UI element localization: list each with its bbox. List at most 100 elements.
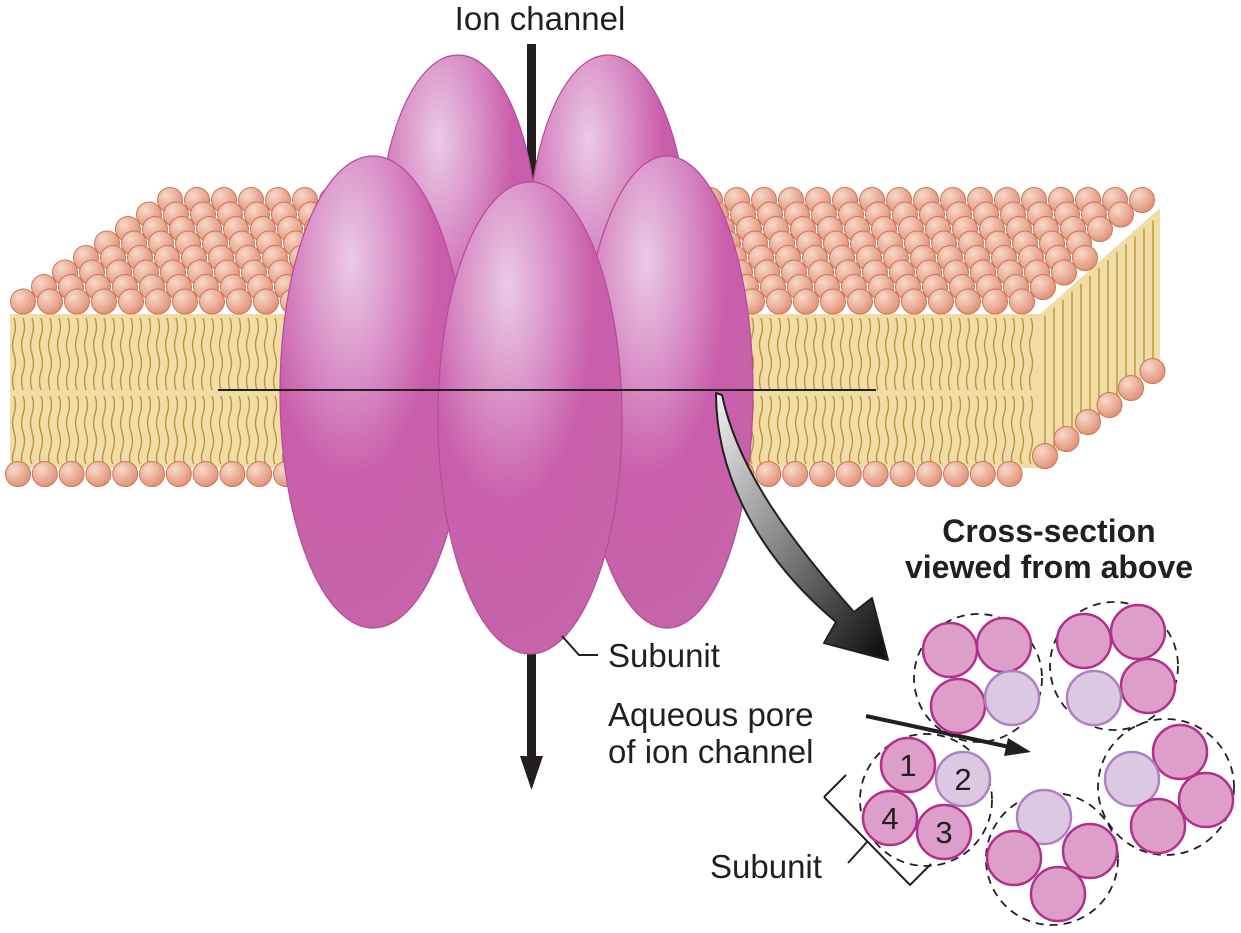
lipid-head xyxy=(1108,201,1134,228)
subunit-circle xyxy=(983,669,1041,727)
subunit-circle xyxy=(1119,657,1177,715)
lipid-tail xyxy=(245,317,251,465)
subunit-circle xyxy=(934,750,992,808)
subunit-circle xyxy=(929,677,987,735)
aqueous-pore-pointer xyxy=(865,714,1031,756)
lipid-tail xyxy=(29,317,35,465)
lipid-tail xyxy=(974,317,980,465)
lipid-head xyxy=(226,288,252,315)
lipid-head xyxy=(64,288,90,315)
lipid-head xyxy=(5,461,31,487)
subunit-label-top: Subunit xyxy=(608,637,720,674)
lipid-head xyxy=(969,461,996,487)
subunit-label-bottom: Subunit xyxy=(710,848,822,885)
lipid-head xyxy=(835,461,862,487)
subunit-circle xyxy=(975,616,1033,674)
lipid-head xyxy=(755,461,782,487)
lipid-head xyxy=(31,461,58,487)
lipid-head xyxy=(943,461,969,487)
lipid-head xyxy=(246,461,273,487)
lipid-tail xyxy=(1019,317,1025,465)
lipid-tail xyxy=(992,317,998,465)
aqueous-pore-label-line2: of ion channel xyxy=(608,733,814,770)
subunit-circle xyxy=(915,803,973,861)
lipid-tail xyxy=(902,317,908,465)
lipid-head xyxy=(862,461,889,487)
lipid-tail xyxy=(218,317,224,465)
subunit-circle xyxy=(1029,865,1087,923)
lipid-tail xyxy=(191,317,197,465)
subunit-circle xyxy=(1065,669,1123,727)
lipid-head xyxy=(37,288,63,315)
lipid-head xyxy=(820,288,846,315)
subunit-bracket-leader xyxy=(847,841,868,864)
ion-channel-label: Ion channel xyxy=(455,0,626,37)
subunit-number: 3 xyxy=(935,815,952,850)
lipid-head xyxy=(1087,216,1113,242)
lipid-tail xyxy=(155,317,161,465)
lipid-head xyxy=(928,288,954,315)
lipid-head xyxy=(1032,443,1058,469)
subunit-circle xyxy=(1015,788,1073,846)
lipid-head xyxy=(192,461,219,487)
lipid-head xyxy=(809,461,835,487)
lipid-tail xyxy=(137,317,143,465)
lipid-head xyxy=(782,461,809,487)
lipid-tail xyxy=(74,317,80,465)
lipid-tail xyxy=(776,317,782,465)
lipid-head xyxy=(10,288,36,315)
channel-outline xyxy=(913,613,1043,743)
lipid-head xyxy=(1053,426,1080,452)
channel-outline xyxy=(1097,718,1235,856)
lipid-tail xyxy=(272,317,278,465)
lipid-tail xyxy=(182,317,188,465)
lipid-tail xyxy=(92,317,98,465)
lipid-tail xyxy=(812,317,818,465)
lipid-tail xyxy=(1001,317,1007,465)
lipid-head xyxy=(1075,409,1101,435)
lipid-head xyxy=(955,288,981,315)
subunit-circle xyxy=(921,621,979,679)
cross-section-channel xyxy=(985,788,1119,926)
lipid-tail xyxy=(920,317,926,465)
lipid-head xyxy=(199,288,225,315)
lipid-tail xyxy=(83,317,89,465)
lipid-tail xyxy=(875,317,881,465)
lipid-tail xyxy=(38,317,44,465)
subunit-circle xyxy=(1109,603,1167,661)
channel-outline xyxy=(1049,601,1179,731)
lipid-tail xyxy=(263,317,269,465)
lipid-tail xyxy=(947,317,953,465)
lipid-tail xyxy=(254,317,260,465)
cross-section-channel xyxy=(1097,718,1235,856)
lipid-head xyxy=(172,288,198,315)
lipid-head xyxy=(996,461,1023,487)
subunit-circle xyxy=(861,789,919,847)
lipid-tail xyxy=(1010,317,1016,465)
lipid-tail xyxy=(758,317,764,465)
cross-section-channel xyxy=(1049,601,1179,731)
subunit-circle xyxy=(985,829,1043,887)
lipid-tail xyxy=(983,317,989,465)
lipid-tail xyxy=(11,317,17,465)
lipid-head xyxy=(1129,187,1155,213)
lipid-head xyxy=(1009,288,1035,315)
lipid-head xyxy=(847,288,873,315)
lipid-tail xyxy=(173,317,179,465)
lipid-head xyxy=(1051,259,1077,286)
lipid-tail xyxy=(965,317,971,465)
lipid-tail xyxy=(56,317,62,465)
lipid-tail xyxy=(227,317,233,465)
lipid-head xyxy=(1096,392,1123,418)
lipid-head xyxy=(982,288,1008,315)
lipid-tail xyxy=(830,317,836,465)
lipid-tail xyxy=(209,317,215,465)
lipid-tail xyxy=(803,317,809,465)
lipid-head xyxy=(1072,245,1098,271)
subunit-number: 2 xyxy=(954,762,971,797)
cross-section-title-line1: Cross-section xyxy=(942,513,1155,549)
lipid-tail xyxy=(119,317,125,465)
